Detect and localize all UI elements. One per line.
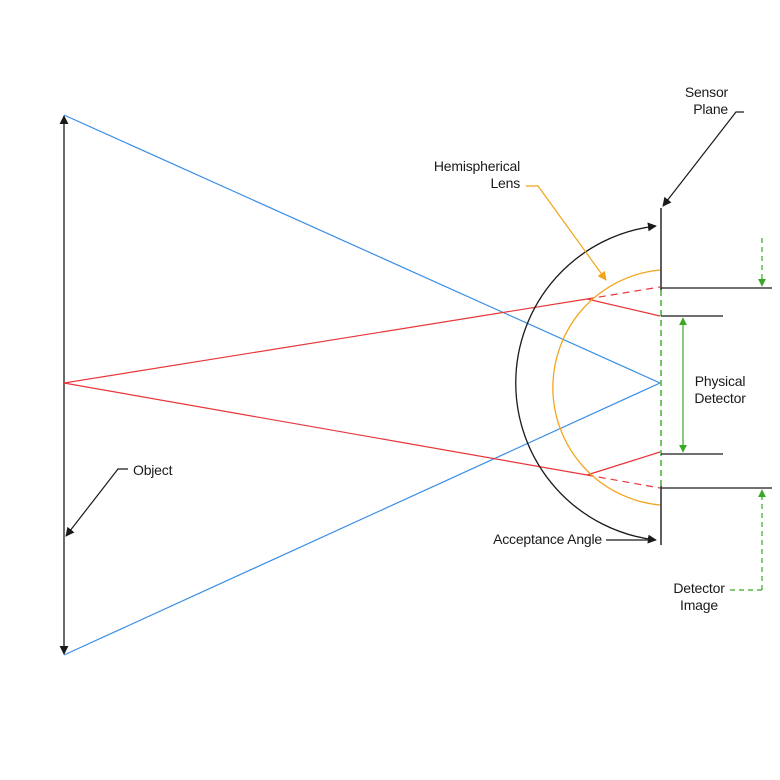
sensor-plane-leader	[662, 111, 744, 207]
red-ray-top-dashed	[586, 286, 661, 300]
red-ray-top-refracted	[586, 298, 661, 317]
physical-detector-label: Physical Detector	[694, 373, 746, 406]
blue-ray-bottom	[63, 382, 661, 656]
red-ray-top-solid	[63, 298, 588, 384]
sensor-plane-label: Sensor Plane	[684, 84, 728, 117]
acceptance-angle-label: Acceptance Angle	[493, 531, 602, 547]
red-ray-bottom-refracted	[586, 451, 661, 476]
acceptance-angle-arc	[515, 222, 657, 544]
object-leader	[65, 468, 128, 537]
detector-image-label: Detector Image	[673, 580, 725, 613]
object-label: Object	[133, 462, 173, 478]
red-ray-bottom-dashed	[586, 474, 661, 489]
hemispherical-lens-label: Hemispherical Lens	[433, 158, 520, 191]
red-ray-bottom-solid	[63, 382, 588, 476]
hemispherical-lens-leader	[526, 185, 607, 281]
hemispherical-lens	[552, 269, 661, 506]
blue-ray-top	[63, 114, 661, 384]
